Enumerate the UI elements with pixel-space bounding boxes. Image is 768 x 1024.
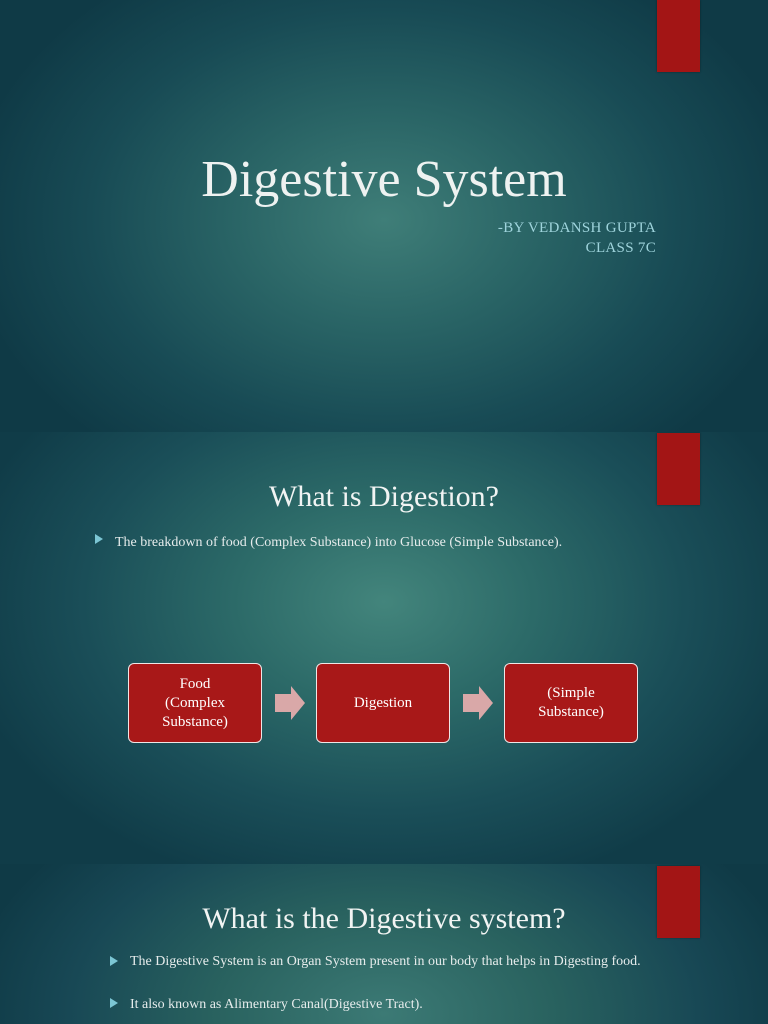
flow-arrow-icon bbox=[463, 686, 493, 720]
slide-what-is-digestion: What is Digestion? The breakdown of food… bbox=[0, 432, 768, 864]
slide-digestive-system: What is the Digestive system? The Digest… bbox=[0, 864, 768, 1024]
flow-box-simple-substance: (Simple Substance) bbox=[504, 663, 638, 743]
flow-box-text: Substance) bbox=[538, 704, 604, 720]
bullet-arrow-icon bbox=[95, 534, 103, 544]
slide-heading: What is the Digestive system? bbox=[202, 902, 566, 935]
flow-box-text: Food bbox=[179, 675, 211, 692]
slide-title-text: Digestive System bbox=[201, 151, 567, 208]
accent-tab bbox=[657, 866, 700, 938]
bullet-text: The Digestive System is an Organ System … bbox=[130, 954, 641, 969]
bullet-arrow-icon bbox=[110, 998, 118, 1008]
author-line: -BY VEDANSH GUPTA bbox=[497, 220, 656, 236]
flow-box-text: (Complex bbox=[165, 694, 225, 711]
flow-box-text: Digestion bbox=[353, 694, 413, 711]
slide-heading: What is Digestion? bbox=[269, 480, 499, 513]
flow-box-food: Food (Complex Substance) bbox=[128, 663, 262, 743]
class-line: CLASS 7C bbox=[585, 240, 656, 256]
flow-box-text: (Simple bbox=[547, 685, 595, 701]
flow-arrow-icon bbox=[275, 686, 305, 720]
accent-tab bbox=[657, 0, 700, 72]
flow-box-text: Substance) bbox=[162, 713, 228, 730]
accent-tab bbox=[657, 433, 700, 505]
bullet-text: It also known as Alimentary Canal(Digest… bbox=[130, 997, 423, 1012]
slide-title: Digestive System -BY VEDANSH GUPTA CLASS… bbox=[0, 0, 768, 432]
bullet-arrow-icon bbox=[110, 956, 118, 966]
bullet-text: The breakdown of food (Complex Substance… bbox=[115, 535, 563, 550]
flow-box-digestion: Digestion bbox=[316, 663, 450, 743]
